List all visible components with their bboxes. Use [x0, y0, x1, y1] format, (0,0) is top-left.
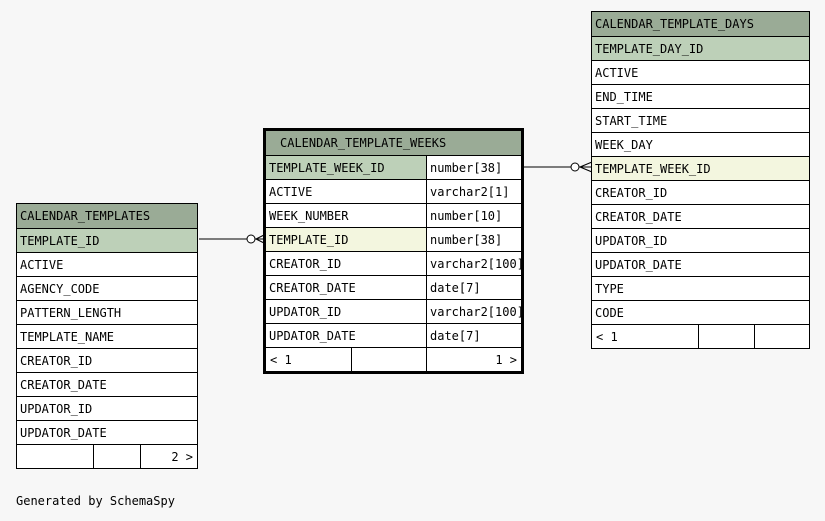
column-row: END_TIME [592, 84, 809, 108]
column-name: WEEK_NUMBER [269, 208, 349, 223]
column-row: UPDATOR_ID [17, 396, 197, 420]
footer-parents [17, 445, 93, 468]
column-row: ACTIVE varchar2[1] [266, 179, 521, 203]
column-row: CREATOR_ID varchar2[100] [266, 251, 521, 275]
column-row: TYPE [592, 276, 809, 300]
column-name: UPDATOR_ID [269, 304, 342, 319]
column-name: AGENCY_CODE [20, 281, 100, 296]
fk-line-template-week-id [523, 161, 593, 173]
footer-mid [698, 325, 754, 348]
column-name: TYPE [595, 281, 624, 296]
column-name: ACTIVE [20, 257, 64, 272]
column-name: CREATOR_DATE [20, 377, 107, 392]
column-row-pk: TEMPLATE_WEEK_ID number[38] [266, 155, 521, 179]
column-row: PATTERN_LENGTH [17, 300, 197, 324]
column-name: CREATOR_ID [269, 256, 342, 271]
column-name: UPDATOR_ID [595, 233, 668, 248]
column-type: varchar2[100] [426, 300, 521, 323]
table-title: CALENDAR_TEMPLATE_DAYS [595, 17, 754, 31]
column-type: number[38] [426, 228, 521, 251]
column-row: AGENCY_CODE [17, 276, 197, 300]
fk-line-template-id [199, 233, 267, 245]
column-name: TEMPLATE_ID [266, 228, 426, 251]
column-name: UPDATOR_DATE [20, 425, 107, 440]
table-footer: < 1 1 > [266, 347, 521, 371]
column-name: CODE [595, 305, 624, 320]
column-row: UPDATOR_DATE [17, 420, 197, 444]
column-row-pk: TEMPLATE_DAY_ID [592, 36, 809, 60]
column-row: CREATOR_ID [592, 180, 809, 204]
generated-by-text: Generated by SchemaSpy [16, 494, 175, 508]
column-name: END_TIME [595, 89, 653, 104]
column-row-fk: TEMPLATE_ID number[38] [266, 227, 521, 251]
table-calendar-template-weeks[interactable]: CALENDAR_TEMPLATE_WEEKS TEMPLATE_WEEK_ID… [263, 128, 524, 374]
table-title: CALENDAR_TEMPLATES [20, 209, 151, 223]
column-type: date[7] [426, 324, 521, 347]
column-name: PATTERN_LENGTH [20, 305, 122, 320]
column-type: varchar2[1] [426, 180, 521, 203]
column-name: TEMPLATE_ID [20, 233, 100, 248]
column-name: TEMPLATE_WEEK_ID [595, 161, 711, 176]
column-type: number[10] [426, 204, 521, 227]
table-title: CALENDAR_TEMPLATE_WEEKS [280, 136, 447, 150]
column-row: CREATOR_DATE [17, 372, 197, 396]
column-row: WEEK_DAY [592, 132, 809, 156]
column-name: CREATOR_ID [595, 185, 668, 200]
column-name: UPDATOR_DATE [595, 257, 682, 272]
column-row: CREATOR_DATE date[7] [266, 275, 521, 299]
column-name: CREATOR_DATE [595, 209, 682, 224]
column-name: WEEK_DAY [595, 137, 653, 152]
column-name: CREATOR_DATE [269, 280, 356, 295]
table-header: CALENDAR_TEMPLATE_DAYS [592, 12, 809, 36]
footer-parents[interactable]: < 1 [270, 352, 292, 367]
column-row: ACTIVE [592, 60, 809, 84]
column-row: UPDATOR_DATE [592, 252, 809, 276]
column-name: TEMPLATE_DAY_ID [595, 41, 704, 56]
column-row-fk: TEMPLATE_WEEK_ID [592, 156, 809, 180]
column-row: CREATOR_ID [17, 348, 197, 372]
column-type: date[7] [426, 276, 521, 299]
column-row: UPDATOR_DATE date[7] [266, 323, 521, 347]
footer-children [754, 325, 809, 348]
table-calendar-templates[interactable]: CALENDAR_TEMPLATES TEMPLATE_ID ACTIVE AG… [16, 203, 198, 469]
column-type: number[38] [426, 156, 521, 179]
column-row: UPDATOR_ID varchar2[100] [266, 299, 521, 323]
table-header: CALENDAR_TEMPLATE_WEEKS [266, 131, 521, 155]
footer-children[interactable]: 1 > [426, 348, 521, 371]
column-type: varchar2[100] [426, 252, 521, 275]
table-footer: 2 > [17, 444, 197, 468]
column-name: START_TIME [595, 113, 668, 128]
column-name: UPDATOR_DATE [269, 328, 356, 343]
column-name: TEMPLATE_NAME [20, 329, 114, 344]
footer-mid [351, 348, 426, 371]
table-calendar-template-days[interactable]: CALENDAR_TEMPLATE_DAYS TEMPLATE_DAY_ID A… [591, 11, 810, 349]
table-header: CALENDAR_TEMPLATES [17, 204, 197, 228]
footer-mid [93, 445, 140, 468]
column-row: CREATOR_DATE [592, 204, 809, 228]
column-row: CODE [592, 300, 809, 324]
column-row: UPDATOR_ID [592, 228, 809, 252]
column-row-pk: TEMPLATE_ID [17, 228, 197, 252]
table-footer: < 1 [592, 324, 809, 348]
column-name: TEMPLATE_WEEK_ID [266, 156, 426, 179]
footer-children[interactable]: 2 > [140, 445, 197, 468]
column-name: CREATOR_ID [20, 353, 93, 368]
column-name: ACTIVE [595, 65, 639, 80]
column-row: START_TIME [592, 108, 809, 132]
column-row: WEEK_NUMBER number[10] [266, 203, 521, 227]
column-row: TEMPLATE_NAME [17, 324, 197, 348]
column-row: ACTIVE [17, 252, 197, 276]
column-name: ACTIVE [269, 184, 313, 199]
column-name: UPDATOR_ID [20, 401, 93, 416]
footer-parents[interactable]: < 1 [596, 329, 618, 344]
